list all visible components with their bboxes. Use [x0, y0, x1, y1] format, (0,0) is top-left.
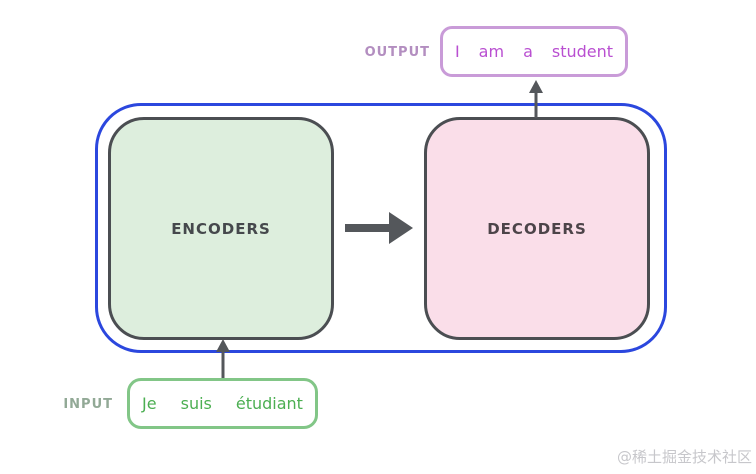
- input-sentence-box: Je suis étudiant: [127, 378, 318, 429]
- arrow-up-icon: [529, 80, 543, 118]
- encoders-label: ENCODERS: [171, 219, 271, 238]
- input-label: INPUT: [63, 397, 113, 412]
- arrow-right-icon: [345, 212, 413, 244]
- model-container: [95, 103, 667, 353]
- output-sentence-box: I am a student: [440, 26, 628, 77]
- input-word: suis: [180, 394, 212, 413]
- encoders-box: ENCODERS: [108, 117, 334, 340]
- output-word: I: [454, 42, 460, 61]
- decoders-label: DECODERS: [487, 219, 587, 238]
- decoders-box: DECODERS: [424, 117, 650, 340]
- input-word: étudiant: [235, 394, 303, 413]
- output-word: am: [478, 42, 505, 61]
- output-label: OUTPUT: [364, 45, 430, 60]
- watermark: @稀土掘金技术社区: [616, 448, 752, 466]
- input-word: Je: [142, 394, 157, 413]
- output-word: student: [551, 42, 614, 61]
- arrow-up-icon: [216, 339, 230, 379]
- output-word: a: [523, 42, 533, 61]
